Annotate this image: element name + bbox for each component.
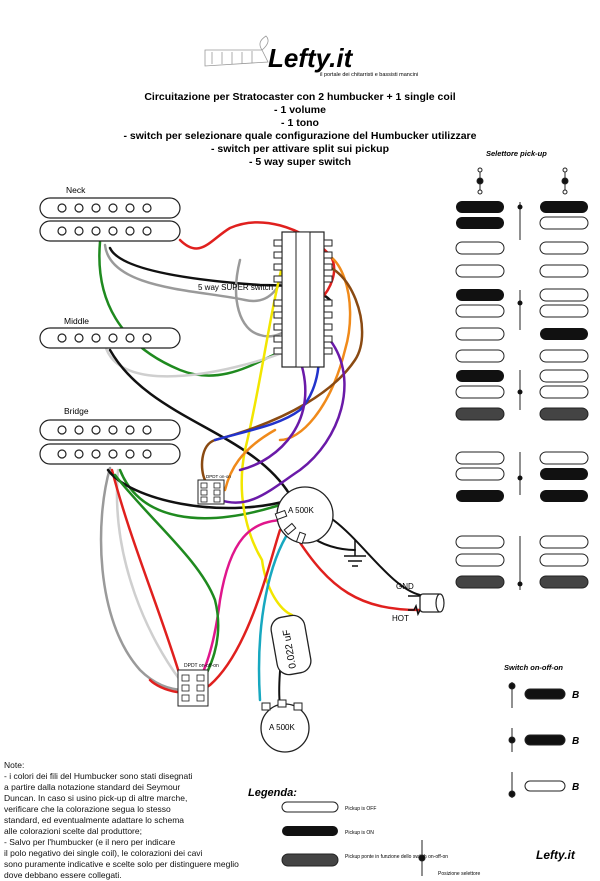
selector-row-1 <box>455 201 589 278</box>
middle-single-coil: Middle <box>39 316 181 349</box>
note-line: Duncan. In caso si usino pick-up di altr… <box>4 793 188 803</box>
legend-title: Legenda: <box>248 787 297 799</box>
guitar-headstock-icon <box>204 35 269 67</box>
note-line: a partire dalla notazione standard dei S… <box>4 782 181 792</box>
note-line: sono puramente indicative e scelte solo … <box>4 859 239 869</box>
footer-brand: Lefty.it <box>536 848 576 862</box>
note-line: dove debbano essere collegati. <box>4 870 122 880</box>
dpdt-top-label: DPDT on-on <box>206 474 231 479</box>
super-switch: 5 way SUPER switch <box>198 231 333 368</box>
tone-pot: A 500K <box>260 699 310 753</box>
output-jack: GND HOT <box>392 582 445 623</box>
title-line-4: - switch per selezionare quale configura… <box>123 130 476 142</box>
note-line: alle colorazioni scelte dal produttore; <box>4 826 142 836</box>
brand-name: Lefty.it <box>268 43 354 73</box>
hot-label: HOT <box>392 614 409 623</box>
note-line: - i colori dei fili del Humbucker sono s… <box>4 771 193 781</box>
brand-tagline: il portale dei chitarristi e bassisti ma… <box>320 72 418 78</box>
legend-item-position: Posizione selettore <box>438 871 480 877</box>
wire-grey-neck <box>103 243 302 303</box>
bridge-humbucker: Bridge <box>39 406 181 465</box>
dpdt-on-on-switch: DPDT on-on <box>197 474 231 505</box>
selector-row-5 <box>455 535 589 590</box>
note-line: Note: <box>4 760 25 770</box>
wire-red-hot <box>293 533 422 612</box>
wire-green-2 <box>113 473 220 697</box>
title-line-6: - 5 way super switch <box>249 156 351 168</box>
selector-position-legend-icon <box>418 840 426 876</box>
wire-grey-bridge <box>99 466 187 692</box>
wire-red-2 <box>148 528 282 694</box>
dpdt-on-off-on-switch: DPDT on-off-on <box>177 663 219 707</box>
title-line-2: - 1 volume <box>274 104 326 116</box>
title-block: Circuitazione per Stratocaster con 2 hum… <box>123 91 476 168</box>
wire-purple-2 <box>238 358 307 472</box>
wires <box>98 221 422 706</box>
middle-label: Middle <box>64 316 89 326</box>
wire-red-bridge <box>110 468 182 678</box>
neck-label: Neck <box>66 185 86 195</box>
volume-pot: A 500K <box>274 486 334 545</box>
note-line: standard, ed eventualmente adattare lo s… <box>4 815 185 825</box>
selector-title: Selettore pick-up <box>486 149 547 158</box>
neck-humbucker: Neck <box>39 185 181 242</box>
selector-position-icon <box>476 167 569 195</box>
wire-yellow-main <box>240 253 294 617</box>
wire-orange-1 <box>278 251 352 442</box>
footer-brand-name: Lefty.it <box>536 848 576 862</box>
notes-block: Note: - i colori dei fili del Humbucker … <box>4 760 304 881</box>
switch-onoffon-panel: Switch on-off-on B B B <box>504 663 579 798</box>
note-line: verificare che la colorazione segua lo s… <box>4 804 171 814</box>
gnd-label: GND <box>396 582 414 591</box>
legend-item-off: Pickup is OFF <box>345 806 376 812</box>
legend-item-on: Pickup is ON <box>345 830 374 836</box>
volume-pot-label: A 500K <box>288 506 314 515</box>
title-line-1: Circuitazione per Stratocaster con 2 hum… <box>144 91 455 103</box>
wire-white-middle <box>103 343 292 378</box>
wire-black-middle <box>108 348 292 497</box>
selector-row-2 <box>455 288 589 363</box>
dpdt-bottom-label: DPDT on-off-on <box>184 663 219 669</box>
wire-red-neck <box>178 221 336 302</box>
wire-purple <box>218 338 346 504</box>
switch-letter-2: B <box>572 736 579 747</box>
switch-letter-3: B <box>572 782 579 793</box>
legend: Legenda: Pickup is OFF Pickup is ON Pick… <box>248 787 480 877</box>
bridge-label: Bridge <box>64 406 89 416</box>
ground-symbol <box>344 540 366 567</box>
selector-row-3 <box>455 369 589 421</box>
note-line: il polo negativo dei single coil), le co… <box>4 848 203 858</box>
wire-orange-2 <box>223 428 277 492</box>
tone-capacitor: 0.022 uF <box>270 614 312 676</box>
switch-onoffon-title: Switch on-off-on <box>504 663 563 672</box>
switch-letter-1: B <box>572 690 579 701</box>
title-line-3: - 1 tono <box>281 117 319 129</box>
legend-item-bridge: Pickup ponte in funzione dello switch on… <box>345 854 448 860</box>
selector-row-4 <box>455 451 589 502</box>
super-switch-label: 5 way SUPER switch <box>198 283 273 292</box>
note-line: - Salvo per l'humbucker (e il nero per i… <box>4 837 176 847</box>
wire-brown <box>200 263 364 482</box>
title-line-5: - switch per attivare split sui pickup <box>211 143 389 155</box>
wire-white-bridge <box>115 468 182 682</box>
brand-logo: Lefty.it il portale dei chitarristi e ba… <box>204 35 418 78</box>
wire-cyan <box>257 528 292 702</box>
tone-pot-label: A 500K <box>269 723 295 732</box>
selector-panel: Selettore pick-up <box>455 149 589 590</box>
